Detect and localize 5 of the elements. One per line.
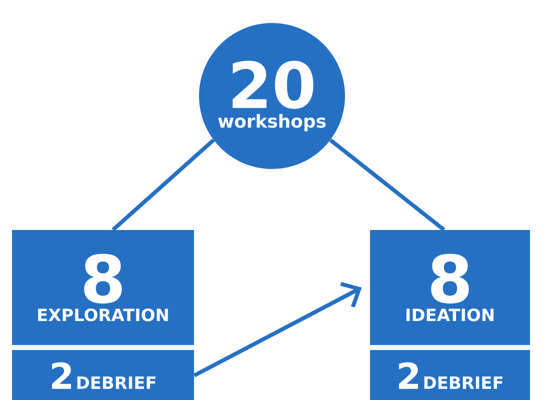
count-box: 8 EXPLORATION (12, 230, 194, 345)
count-box: 8 IDEATION (370, 230, 530, 345)
arrow (193, 282, 362, 378)
connector-line (112, 138, 215, 232)
connector-line (329, 138, 446, 232)
